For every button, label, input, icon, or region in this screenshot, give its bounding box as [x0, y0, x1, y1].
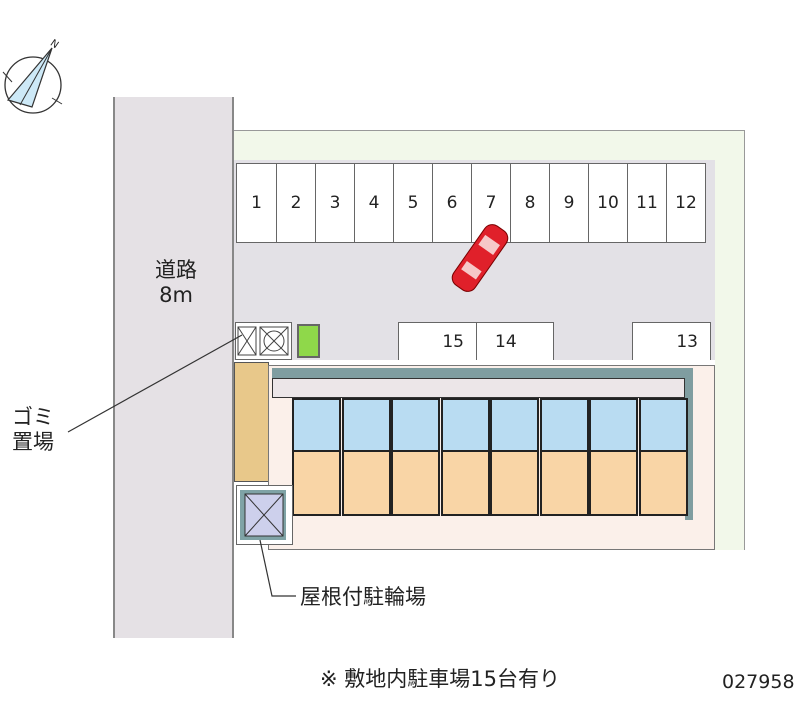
apartment-unit [589, 398, 638, 516]
wet-area [442, 400, 488, 452]
apartment-unit [391, 398, 440, 516]
road-width: 8m [159, 283, 193, 307]
car-icon [451, 224, 509, 292]
apartment-unit [292, 398, 341, 516]
living-room [343, 452, 389, 514]
parking-space-2: 2 [276, 163, 316, 243]
footnote: ※ 敷地内駐車場15台有り [320, 667, 560, 691]
garbage-area [235, 322, 292, 360]
building-roof-edge [272, 368, 692, 378]
garbage-bin-icon [237, 326, 289, 356]
wet-area [640, 400, 686, 452]
parking-space-13: 13 [632, 322, 711, 360]
parking-space-3: 3 [315, 163, 355, 243]
wet-area [343, 400, 389, 452]
parking-space-5: 5 [393, 163, 433, 243]
bicycle-label: 屋根付駐輪場 [300, 585, 426, 609]
living-room [640, 452, 686, 514]
road-label: 道路 8m [148, 258, 204, 308]
planter [297, 324, 320, 358]
living-room [492, 452, 537, 514]
corridor [272, 378, 685, 398]
parking-space-6: 6 [432, 163, 472, 243]
parking-space-10: 10 [588, 163, 628, 243]
apartment-unit [539, 398, 589, 516]
parking-space-15: 15 [398, 322, 477, 360]
road-name: 道路 [155, 258, 197, 282]
road [113, 97, 234, 638]
parking-space-9: 9 [549, 163, 589, 243]
living-room [442, 452, 488, 514]
living-room [393, 452, 438, 514]
parking-space-1: 1 [236, 163, 277, 243]
apartment-unit [490, 398, 539, 516]
wet-area [591, 400, 636, 452]
green-strip-right [715, 160, 745, 550]
parking-space-14: 14 [476, 322, 554, 360]
compass-icon: N [2, 38, 63, 114]
apartment-unit [638, 398, 688, 516]
parking-space-12: 12 [666, 163, 706, 243]
wet-area [393, 400, 438, 452]
wet-area [541, 400, 587, 452]
wet-area [492, 400, 537, 452]
building-roof-side [685, 368, 693, 520]
green-strip-top [234, 130, 745, 160]
garbage-label: ゴミ置場 [12, 405, 54, 454]
living-room [591, 452, 636, 514]
stairs-area [234, 362, 269, 482]
bicycle-parking-roof-icon [240, 490, 286, 540]
wet-area [294, 400, 339, 452]
apartment-unit [440, 398, 490, 516]
bicycle-parking [236, 485, 293, 545]
property-id: 027958 [722, 671, 795, 693]
living-room [541, 452, 587, 514]
living-room [294, 452, 339, 514]
apartment-unit [341, 398, 391, 516]
